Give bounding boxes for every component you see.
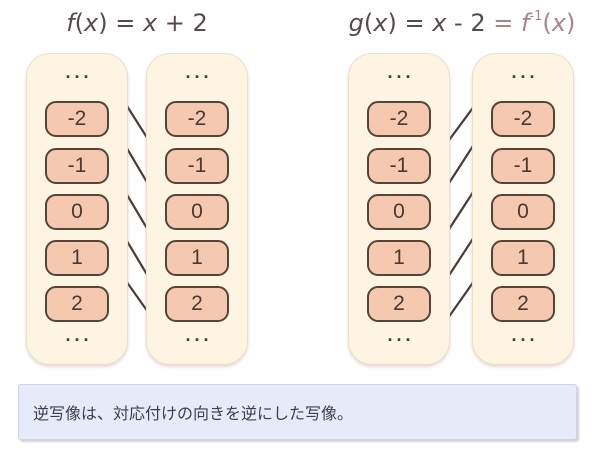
value-box: 1 [491,240,555,276]
g-domain-column: ... -2 -1 0 1 2... [348,53,450,365]
ellipsis-label: ... [387,325,415,345]
value-box: 1 [165,240,229,276]
title-segment: - 2 [446,9,486,37]
value-box: -1 [367,147,431,184]
title-segment: x [373,9,388,37]
title-segment: ) = [387,9,433,37]
ellipsis-label: ... [65,62,93,82]
ellipsis-label: ... [511,325,539,345]
value-box: 1 [45,240,109,276]
value-box: 2 [165,286,229,322]
function-g-inverse-title: g(x) = x - 2 = f-1(x) [338,7,586,39]
ellipsis-label: ... [511,62,539,82]
title-segment: + 2 [157,9,208,37]
function-f-title: f(x) = x + 2 [26,7,248,39]
title-segment: ( [74,9,85,37]
value-box: 2 [491,286,555,322]
title-segment: ( [363,9,374,37]
title-segment: f [66,9,75,37]
caption-banner: 逆写像は、対応付けの向きを逆にした写像。 [18,384,577,440]
value-box: -1 [165,147,229,184]
value-box: 0 [491,194,555,230]
ellipsis-label: ... [185,325,213,345]
title-segment: x [84,9,99,37]
value-box: 1 [367,240,431,276]
title-segment: x [142,9,158,37]
value-box: -2 [165,101,229,137]
title-segment: x [432,9,447,37]
f-codomain-column: ... -2 -1 0 1 2... [146,53,248,365]
ellipsis-label: ... [387,62,415,82]
title-segment: f [520,9,530,37]
value-box: 0 [165,194,229,230]
value-box: 0 [45,194,109,230]
title-segment: x [551,9,566,37]
value-box: 2 [367,286,431,322]
ellipsis-label: ... [185,62,213,82]
g-codomain-column: ... -2 -1 0 1 2... [472,53,574,365]
f-domain-column: ... -2 -1 0 1 2... [26,53,128,365]
value-box: -2 [367,101,431,137]
value-box: 2 [45,286,109,322]
title-segment: -1 [529,9,543,24]
ellipsis-label: ... [65,325,93,345]
title-segment: ( [542,9,552,37]
title-segment: ) = [98,9,143,37]
value-box: -2 [45,101,109,137]
caption-text: 逆写像は、対応付けの向きを逆にした写像。 [33,406,354,423]
value-box: -1 [491,147,555,184]
value-box: 0 [367,194,431,230]
title-segment: ) [565,9,576,37]
title-segment: g [348,9,364,37]
value-box: -1 [45,147,109,184]
value-box: -2 [491,101,555,137]
title-segment: = [485,9,521,37]
